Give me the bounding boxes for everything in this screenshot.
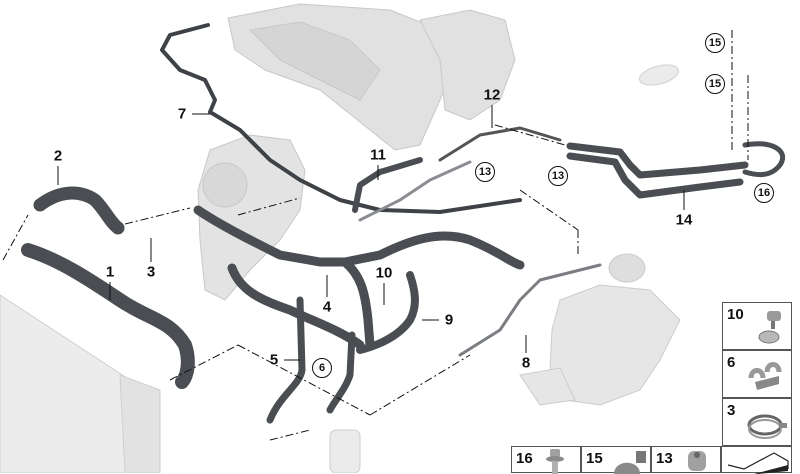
pipe-8 [458, 263, 602, 357]
legend-item-gasket-kit[interactable] [721, 446, 792, 474]
callout-8: 8 [521, 354, 531, 372]
hose-clamp-icon [747, 414, 787, 439]
hose-16-loop [742, 141, 785, 178]
legend-label: 6 [727, 354, 736, 371]
legend-label: 3 [727, 402, 736, 419]
expansion-tank-ghost [519, 253, 681, 406]
legend-item-6[interactable]: 6 [722, 350, 792, 398]
clamp-icon [614, 451, 646, 474]
hose-5b [326, 331, 356, 414]
callout-1: 1 [105, 263, 115, 281]
radiator-ghost [0, 294, 161, 473]
hose-7 [160, 23, 522, 214]
hose-lower-left [227, 263, 365, 350]
hose-holder-clip-icon [748, 362, 782, 390]
legend-item-16[interactable]: 16 [511, 446, 581, 474]
callout-15b: 15 [705, 74, 725, 94]
callout-16: 16 [754, 183, 774, 203]
hose-1 [21, 243, 195, 389]
callout-14: 14 [675, 211, 693, 229]
callout-5: 5 [269, 351, 279, 369]
gasket-kit-icon [727, 452, 789, 474]
pipe-11 [358, 160, 472, 222]
bolt-icon [546, 449, 564, 474]
connector-clip-icon [758, 311, 781, 344]
dashed-lines [2, 30, 749, 441]
legend-label: 13 [656, 450, 673, 467]
hose-2 [33, 186, 125, 235]
hose-14-upper [566, 142, 749, 179]
callout-2: 2 [53, 147, 63, 165]
legend-item-13[interactable]: 13 [651, 446, 721, 473]
callout-11: 11 [370, 146, 386, 164]
coolant-pipe-ghost [329, 64, 679, 473]
callout-4: 4 [322, 298, 332, 316]
callout-13b: 13 [548, 166, 568, 186]
callout-3: 3 [146, 263, 156, 281]
water-pump-ghost [197, 134, 306, 301]
legend-item-10[interactable]: 10 [722, 302, 792, 350]
callout-9: 9 [444, 311, 454, 329]
legend-label: 15 [586, 450, 603, 467]
legend-label: 16 [516, 450, 533, 467]
callout-12: 12 [483, 86, 501, 104]
hose-9 [356, 271, 419, 354]
hoses [21, 23, 785, 424]
callout-15a: 15 [705, 33, 725, 53]
cylinder-head-ghost [227, 3, 516, 151]
legend-label: 10 [727, 306, 744, 323]
callout-10: 10 [375, 264, 393, 282]
hose-14-lower [566, 152, 744, 199]
callout-7: 7 [177, 105, 187, 123]
hose-5 [266, 296, 306, 424]
hose-4-branch [340, 257, 375, 350]
leader-lines [57, 105, 685, 361]
callout-6: 6 [312, 358, 332, 378]
nut-icon [688, 451, 706, 471]
hose-11 [352, 157, 423, 213]
pipe-12 [438, 126, 562, 162]
legend-item-3[interactable]: 3 [722, 398, 792, 446]
legend-item-15[interactable]: 15 [581, 446, 651, 474]
callout-13a: 13 [475, 162, 495, 182]
hose-main-upper [193, 205, 525, 270]
